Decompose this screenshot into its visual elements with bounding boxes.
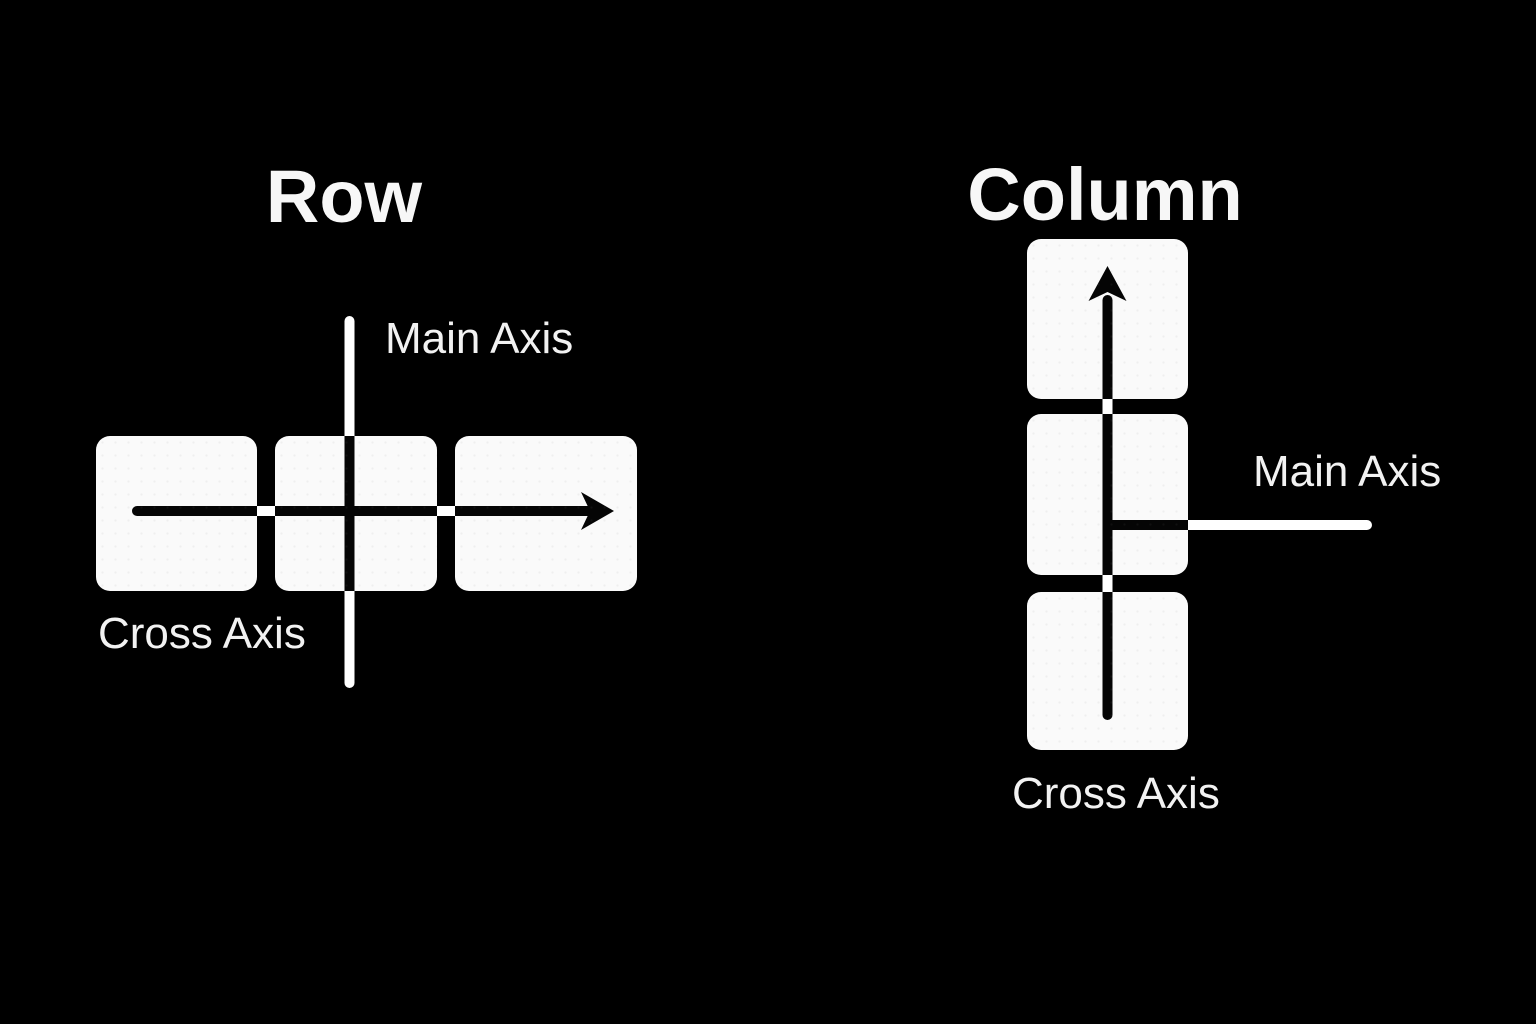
column-title: Column	[967, 152, 1243, 236]
row-item-box	[455, 436, 637, 591]
column-item-box	[1027, 592, 1188, 750]
row-main-axis-label: Main Axis	[385, 314, 574, 363]
row-title: Row	[265, 154, 423, 238]
row-cross-axis-label: Cross Axis	[98, 609, 306, 658]
row-item-box	[96, 436, 257, 591]
column-item-box	[1027, 414, 1188, 575]
column-item-box	[1027, 239, 1188, 399]
row-item-box	[275, 436, 437, 591]
column-cross-axis-label: Cross Axis	[1012, 769, 1220, 818]
column-main-axis-label: Main Axis	[1253, 447, 1442, 496]
